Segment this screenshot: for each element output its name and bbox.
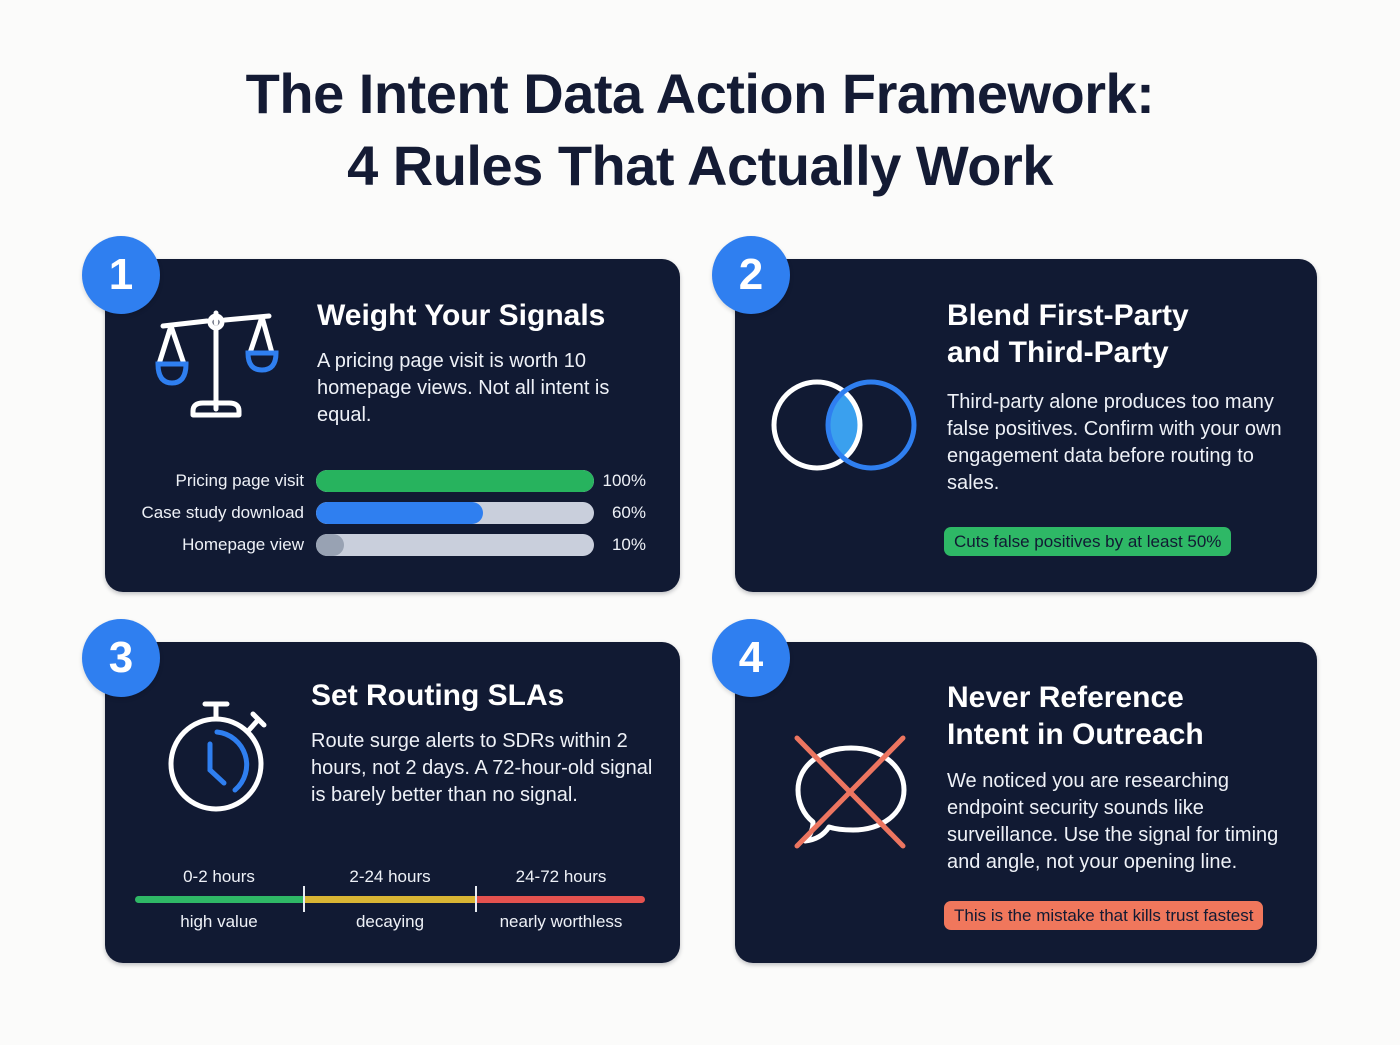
card-body: Third-party alone produces too many fals… bbox=[947, 391, 1282, 494]
card-title: Never Reference Intent in Outreach bbox=[947, 679, 1204, 753]
scales-icon bbox=[155, 310, 279, 418]
signal-value: 60% bbox=[611, 503, 646, 522]
signal-label: Pricing page visit bbox=[175, 471, 304, 490]
signal-bar-fill bbox=[316, 502, 483, 524]
timeline-segment-high-value bbox=[135, 896, 304, 903]
timeline-range: 2-24 hours bbox=[349, 867, 431, 886]
timeline-value-label: nearly worthless bbox=[499, 912, 623, 931]
timeline-range: 24-72 hours bbox=[515, 867, 607, 886]
signal-bar-track bbox=[316, 470, 594, 492]
signal-weight-row: Pricing page visit 100% bbox=[105, 469, 680, 493]
decay-timeline bbox=[135, 886, 645, 912]
page-title-line-1: The Intent Data Action Framework: bbox=[245, 62, 1155, 125]
rule-number-badge: 4 bbox=[712, 619, 790, 697]
signal-weight-row: Homepage view 10% bbox=[105, 533, 680, 557]
signal-label: Case study download bbox=[141, 503, 304, 522]
card-body: Route surge alerts to SDRs within 2 hour… bbox=[311, 730, 653, 806]
rule-card-never-reference-intent: Never Reference Intent in Outreach We no… bbox=[735, 642, 1317, 963]
card-title: Blend First-Party and Third-Party bbox=[947, 297, 1189, 371]
stopwatch-icon bbox=[168, 701, 267, 812]
rule-card-blend-data: Blend First-Party and Third-Party Third-… bbox=[735, 259, 1317, 592]
timeline-range: 0-2 hours bbox=[183, 867, 255, 886]
timeline-divider bbox=[303, 886, 305, 912]
signal-bar-track bbox=[316, 534, 594, 556]
rule-number-badge: 1 bbox=[82, 236, 160, 314]
rule-number-badge: 2 bbox=[712, 236, 790, 314]
signal-bar-fill bbox=[316, 470, 594, 492]
rule-card-routing-slas: Set Routing SLAs Route surge alerts to S… bbox=[105, 642, 680, 963]
card-title-line-2: and Third-Party bbox=[947, 336, 1169, 369]
signal-bar-track bbox=[316, 502, 594, 524]
signal-weight-row: Case study download 60% bbox=[105, 501, 680, 525]
venn-diagram-icon bbox=[771, 379, 917, 471]
timeline-value-label: high value bbox=[180, 912, 258, 931]
signal-value: 100% bbox=[602, 471, 646, 490]
signal-value: 10% bbox=[611, 535, 646, 554]
card-body: A pricing page visit is worth 10 homepag… bbox=[317, 350, 610, 426]
card-body: We noticed you are researching endpoint … bbox=[947, 770, 1279, 873]
page-title: The Intent Data Action Framework: 4 Rule… bbox=[0, 58, 1400, 202]
card-title-line-1: Never Reference bbox=[947, 681, 1184, 714]
signal-label: Homepage view bbox=[182, 535, 304, 554]
card-title: Set Routing SLAs bbox=[311, 679, 565, 712]
timeline-segment-decaying bbox=[304, 896, 476, 903]
signal-bar-fill bbox=[316, 534, 344, 556]
card-title: Weight Your Signals bbox=[317, 299, 606, 332]
rule-card-weight-signals: Weight Your Signals A pricing page visit… bbox=[105, 259, 680, 592]
rule-number-badge: 3 bbox=[82, 619, 160, 697]
page-title-line-2: 4 Rules That Actually Work bbox=[347, 134, 1053, 197]
timeline-divider bbox=[475, 886, 477, 912]
crossed-out-speech-bubble-icon bbox=[794, 735, 907, 849]
card-title-line-1: Blend First-Party bbox=[947, 299, 1189, 332]
card-title-line-2: Intent in Outreach bbox=[947, 718, 1204, 751]
result-badge: Cuts false positives by at least 50% bbox=[944, 527, 1232, 556]
timeline-value-label: decaying bbox=[355, 912, 425, 931]
timeline-segment-nearly-worthless bbox=[476, 896, 645, 903]
warning-badge: This is the mistake that kills trust fas… bbox=[944, 901, 1264, 930]
